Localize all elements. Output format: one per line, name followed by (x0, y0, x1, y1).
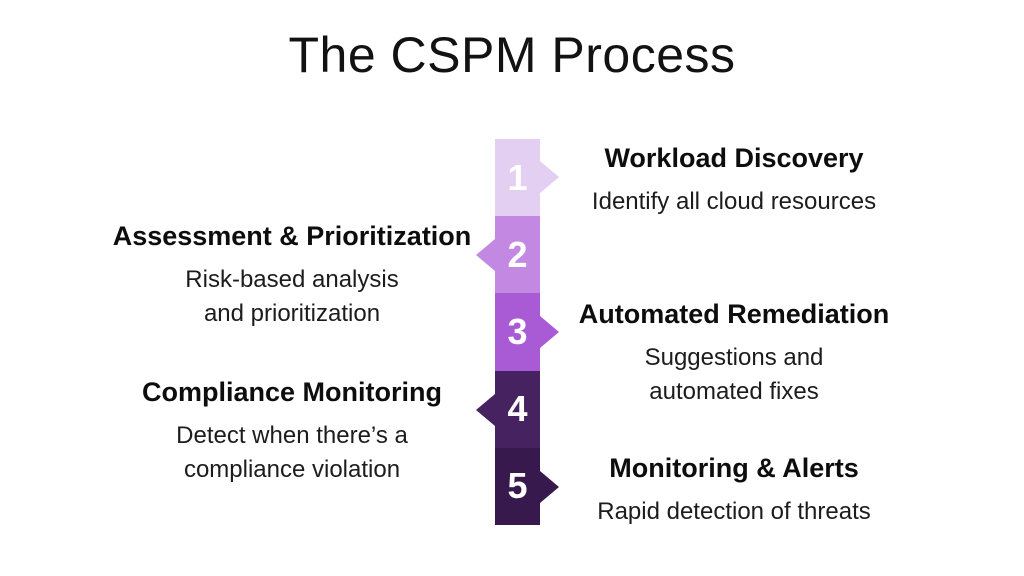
step-5-description-line: Rapid detection of threats (597, 498, 871, 525)
step-1-description-line: Identify all cloud resources (591, 188, 877, 215)
step-2-heading: Assessment & Prioritization (112, 221, 472, 251)
step-4-arrow-left-icon (476, 394, 495, 426)
step-5-heading: Monitoring & Alerts (609, 453, 859, 483)
step-5-text-block: Monitoring & Alerts Rapid detection of t… (534, 449, 934, 529)
step-segment-5: 5 (495, 447, 540, 526)
step-1-heading: Workload Discovery (604, 143, 864, 173)
step-number-5: 5 (507, 465, 528, 507)
step-segment-2: 2 (495, 216, 540, 294)
step-2-arrow-left-icon (476, 239, 495, 271)
step-2-description-line: and prioritization (203, 300, 381, 327)
step-4-description-line: compliance violation (183, 456, 401, 483)
step-1-text-block: Workload Discovery Identify all cloud re… (534, 139, 934, 219)
step-segment-1: 1 (495, 139, 540, 217)
process-bar: 1 2 3 4 5 (495, 139, 540, 526)
step-2-text-block: Assessment & Prioritization Risk-based a… (84, 217, 500, 331)
step-number-2: 2 (507, 233, 528, 275)
step-4-heading: Compliance Monitoring (142, 377, 442, 407)
step-3-text-block: Automated Remediation Suggestions and au… (534, 295, 934, 409)
step-3-arrow-right-icon (540, 316, 559, 348)
step-segment-3: 3 (495, 293, 540, 371)
step-3-description-line: Suggestions and (644, 344, 824, 371)
step-4-description-line: Detect when there’s a (176, 422, 408, 449)
step-number-1: 1 (507, 156, 528, 198)
step-2-description-line: Risk-based analysis (185, 266, 399, 293)
step-number-3: 3 (507, 311, 528, 352)
step-segment-4: 4 (495, 370, 540, 448)
page-title: The CSPM Process (288, 27, 736, 83)
step-3-description-line: automated fixes (649, 378, 819, 405)
step-3-heading: Automated Remediation (578, 299, 890, 329)
step-1-arrow-right-icon (540, 161, 559, 193)
step-5-arrow-right-icon (540, 471, 559, 503)
step-4-text-block: Compliance Monitoring Detect when there’… (84, 373, 500, 487)
step-number-4: 4 (507, 388, 528, 430)
